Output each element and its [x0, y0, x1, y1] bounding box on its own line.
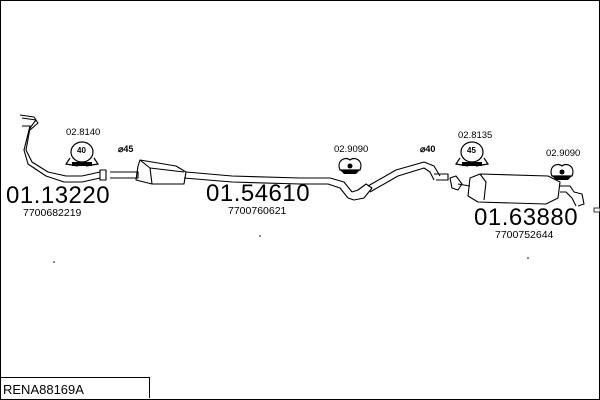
oem-number-2: 7700760621 — [228, 205, 287, 217]
fitting-badge-3: 45 — [467, 146, 476, 155]
fitting-ref-4: 02.9090 — [546, 148, 581, 159]
intermediate-pipe — [367, 161, 449, 193]
part-number-1: 01.13220 — [6, 182, 111, 209]
fitting-ref-2: 02.9090 — [334, 144, 369, 155]
edge-marker — [593, 207, 600, 213]
part-number-3: 01.63880 — [474, 204, 579, 231]
oem-number-3: 7700752644 — [495, 229, 554, 241]
oem-number-1: 7700682219 — [23, 207, 82, 219]
pipe-diameter-2: ⌀40 — [420, 144, 436, 154]
dot-mark — [259, 235, 261, 237]
part-number-2: 01.54610 — [206, 180, 311, 207]
dot-mark — [53, 261, 55, 263]
hanger-3 — [454, 141, 490, 167]
diagram-id-box: RENA88169A — [0, 377, 150, 398]
pipe-diameter-1: ⌀45 — [118, 144, 134, 154]
hanger-1 — [64, 141, 100, 167]
diagram-id: RENA88169A — [3, 382, 84, 397]
centre-silencer — [110, 159, 373, 201]
fitting-ref-1: 02.8140 — [66, 127, 101, 138]
fitting-badge-1: 40 — [77, 146, 86, 155]
rear-silencer — [449, 173, 585, 207]
dot-mark — [527, 257, 529, 259]
hanger-2 — [338, 157, 362, 174]
front-pipe — [19, 114, 107, 183]
fitting-ref-3: 02.8135 — [458, 130, 493, 141]
hanger-4 — [550, 163, 574, 180]
